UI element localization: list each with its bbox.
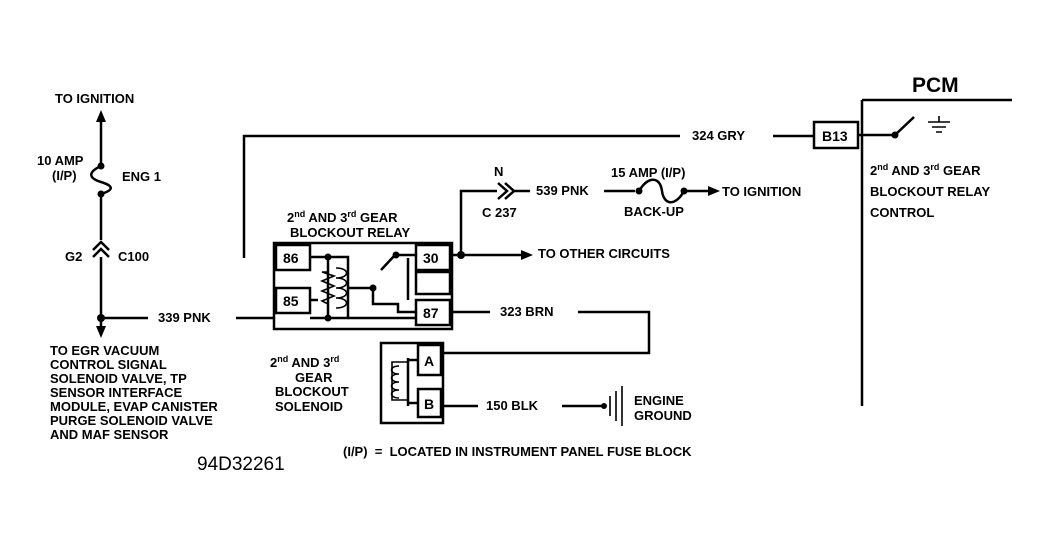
- solenoid-label-line4: SOLENOID: [275, 399, 343, 414]
- relay-switch-arm: [380, 254, 396, 271]
- relay-pin-85-label: 85: [283, 293, 299, 309]
- fuse-backup-rating: 15 AMP (I/P): [611, 165, 685, 180]
- solenoid-internal-wires: [406, 358, 418, 406]
- pcm-control-line3: CONTROL: [870, 205, 934, 220]
- solenoid-coil-icon: [390, 365, 400, 399]
- engine-ground-icon: [609, 386, 623, 426]
- pcm-ground-icon: [928, 116, 950, 133]
- pcm-control-line2: BLOCKOUT RELAY: [870, 184, 990, 199]
- wire-339-label: 339 PNK: [158, 310, 211, 325]
- fuse-eng1-rating: 10 AMP: [37, 153, 84, 168]
- egr-note: TO EGR VACUUM CONTROL SIGNAL SOLENOID VA…: [50, 343, 218, 442]
- to-ignition-right-label: TO IGNITION: [722, 184, 801, 199]
- diagram-id: 94D32261: [197, 454, 285, 475]
- relay-pin-87-label: 87: [423, 305, 439, 321]
- arrow-right-icon: [708, 186, 720, 196]
- fuse-eng1-icon: [90, 164, 112, 196]
- c100-pin-label: G2: [65, 249, 82, 264]
- relay-node-dot: [324, 253, 332, 261]
- arrow-down-icon: [96, 326, 106, 338]
- egr-note-line: SENSOR INTERFACE: [50, 385, 183, 400]
- fuse-backup-icon: [637, 178, 686, 204]
- egr-note-line: CONTROL SIGNAL: [50, 357, 167, 372]
- relay-title-line1: 2nd AND 3rd GEAR: [287, 209, 398, 225]
- legend-note: (I/P) = LOCATED IN INSTRUMENT PANEL FUSE…: [343, 444, 692, 459]
- c237-pin-label: N: [494, 164, 503, 179]
- egr-note-line: AND MAF SENSOR: [50, 427, 169, 442]
- fuse-eng1-loc: (I/P): [52, 168, 77, 183]
- pcm-control-line1: 2nd AND 3rd GEAR: [870, 162, 981, 178]
- engine-ground-line2: GROUND: [634, 408, 692, 423]
- connector-c237-icon: [497, 182, 516, 200]
- fuse-backup-name: BACK-UP: [624, 204, 684, 219]
- wire-324-label: 324 GRY: [692, 128, 745, 143]
- relay-node-dot: [324, 314, 332, 322]
- arrow-up-icon: [96, 110, 106, 122]
- wire-324-gry: [242, 134, 814, 258]
- solenoid-label-line3: BLOCKOUT: [275, 384, 349, 399]
- relay-pin-30-label: 30: [423, 250, 439, 266]
- c100-name-label: C100: [118, 249, 149, 264]
- arrow-right-icon: [521, 250, 533, 260]
- wire-323-label: 323 BRN: [500, 304, 553, 319]
- pcm-switch-blade: [894, 116, 915, 136]
- relay-pin-30: [414, 243, 452, 272]
- relay-pin-86-label: 86: [283, 250, 299, 266]
- egr-note-line: MODULE, EVAP CANISTER: [50, 399, 218, 414]
- connector-c100-icon: [92, 240, 110, 258]
- engine-ground-line1: ENGINE: [634, 393, 684, 408]
- relay-contact-path-30: [396, 253, 416, 300]
- wire-539-label: 539 PNK: [536, 183, 589, 198]
- relay-pin-87: [414, 298, 452, 327]
- solenoid-label-line2: GEAR: [295, 370, 333, 385]
- to-ignition-left-label: TO IGNITION: [55, 91, 134, 106]
- solenoid-pin-a-label: A: [424, 353, 434, 369]
- egr-note-line: TO EGR VACUUM: [50, 343, 159, 358]
- solenoid-pin-b-label: B: [424, 396, 434, 412]
- ground-node-dot: [601, 403, 607, 409]
- relay-pin-blank: [414, 270, 452, 296]
- solenoid-label-line1: 2nd AND 3rd: [270, 354, 339, 370]
- to-other-circuits-label: TO OTHER CIRCUITS: [538, 246, 670, 261]
- relay-title-line2: BLOCKOUT RELAY: [290, 225, 410, 240]
- wire-150-label: 150 BLK: [486, 398, 539, 413]
- wire-323-brn: [441, 310, 651, 355]
- fuse-eng1-name: ENG 1: [122, 169, 161, 184]
- egr-note-line: SOLENOID VALVE, TP: [50, 371, 187, 386]
- relay-contact-path-87: [371, 288, 416, 314]
- relay-coil-icon: [335, 267, 348, 309]
- relay-resistor-icon: [319, 271, 337, 305]
- c237-name-label: C 237: [482, 205, 517, 220]
- wire-539-pnk-riser: [459, 189, 497, 255]
- pcm-terminal-label: B13: [822, 128, 848, 144]
- relay-internal-wires: [348, 286, 416, 320]
- pcm-title: PCM: [912, 74, 959, 97]
- egr-note-line: PURGE SOLENOID VALVE: [50, 413, 213, 428]
